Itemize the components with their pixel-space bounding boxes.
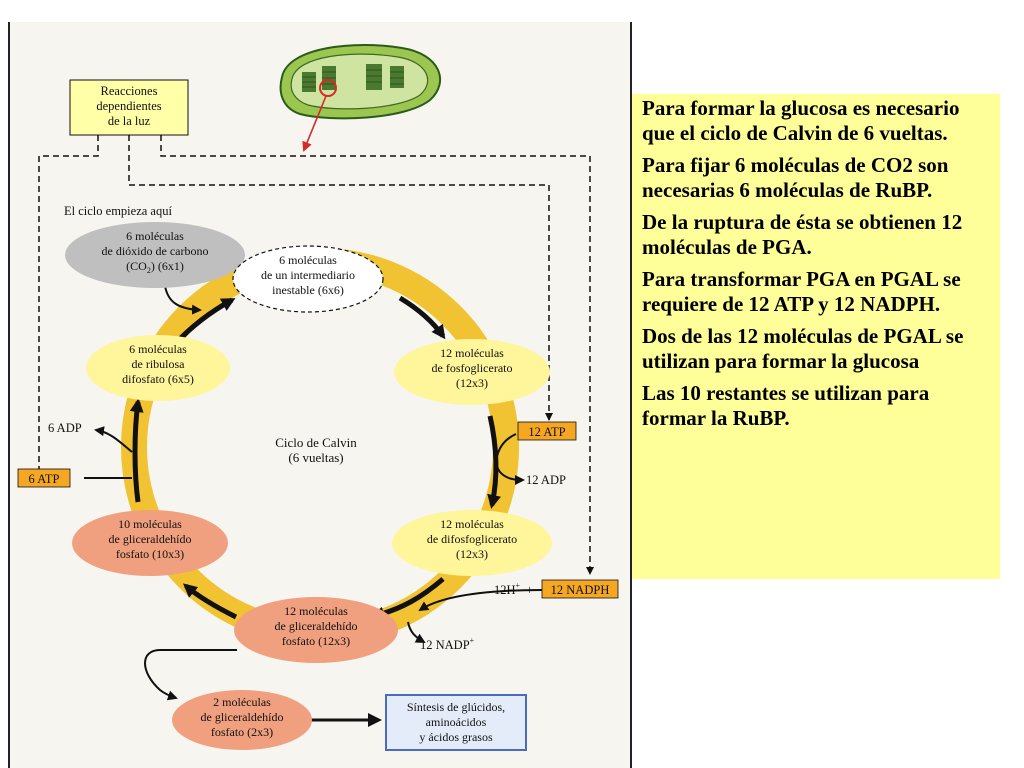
g2-node: 2 moléculas de gliceraldehído fosfato (2… <box>172 690 312 750</box>
note-2: Para fijar 6 moléculas de CO2 son necesa… <box>642 153 954 202</box>
arrow-to-rubp <box>129 398 144 503</box>
pgal-line-3: fosfato (12x3) <box>282 634 350 648</box>
intermediate-line-3: inestable (6x6) <box>272 283 344 297</box>
light-reaction-connectors <box>38 135 594 575</box>
g2-line-2: de gliceraldehído <box>201 710 284 724</box>
g2-exit-arrow <box>144 649 237 701</box>
g2-line-3: fosfato (2x3) <box>211 725 273 739</box>
adp6-label: 6 ADP <box>48 421 82 435</box>
nadp-exit-arrow <box>407 621 426 643</box>
intermediate-line-2: de un intermediario <box>261 268 355 282</box>
side-arrows <box>84 285 543 727</box>
co2-line-1: 6 moléculas <box>126 229 184 243</box>
g10-node: 10 moléculas de gliceraldehído fosfato (… <box>72 510 228 576</box>
g2-line-1: 2 moléculas <box>213 695 271 709</box>
dpga-line-1: 12 moléculas <box>440 517 504 531</box>
nadph-label: 12 NADPH <box>541 579 619 599</box>
pgal-line-2: de gliceraldehído <box>275 619 358 633</box>
calvin-cycle-figure: Reacciones dependientes de la luz El cic… <box>8 22 632 768</box>
rubp-line-2: de ribulosa <box>132 357 186 371</box>
rubp-line-1: 6 moléculas <box>129 342 187 356</box>
plus-sign: + <box>526 582 533 597</box>
atp-supply-line <box>128 135 553 421</box>
note-4: Para transformar PGA en PGAL se requiere… <box>642 267 966 316</box>
arrow-to-pga <box>398 295 446 340</box>
light-reactions-box: Reacciones dependientes de la luz <box>69 79 189 136</box>
dpga-line-2: de difosfoglicerato <box>427 532 517 546</box>
synthesis-line-1: Síntesis de glúcidos, <box>407 700 505 714</box>
calvin-cycle-diagram: Reacciones dependientes de la luz El cic… <box>17 43 619 751</box>
nadph-text: 12 NADPH <box>551 583 610 597</box>
cycle-start-label: El ciclo empieza aquí <box>64 204 172 218</box>
adp12-exit-arrow <box>495 433 525 485</box>
pgal-node: 12 moléculas de gliceraldehído fosfato (… <box>234 597 398 663</box>
note-5: Dos de las 12 moléculas de PGAL se utili… <box>642 324 969 373</box>
explanation-panel: Para formar la glucosa es necesario que … <box>632 94 1000 579</box>
chloroplast-zoom-arrow <box>302 95 327 152</box>
co2-node: 6 moléculas de dióxido de carbono (CO2) … <box>65 222 245 288</box>
synthesis-box: Síntesis de glúcidos, aminoácidos y ácid… <box>385 694 527 751</box>
adp6-exit-arrow <box>94 426 133 453</box>
dpga-node: 12 moléculas de difosfoglicerato (12x3) <box>392 510 552 576</box>
note-6: Las 10 restantes se utilizan para formar… <box>642 381 935 430</box>
atp6-text: 6 ATP <box>29 472 60 486</box>
nadph-entry-arrow <box>418 589 543 612</box>
co2-line-3: (CO2) (6x1) <box>126 259 184 275</box>
rubp-node: 6 moléculas de ribulosa difosfato (6x5) <box>86 335 230 401</box>
pga-line-1: 12 moléculas <box>440 346 504 360</box>
atp6-label: 6 ATP <box>17 468 71 488</box>
note-1: Para formar la glucosa es necesario que … <box>642 96 965 145</box>
g10-line-3: fosfato (10x3) <box>116 547 184 561</box>
pga-line-3: (12x3) <box>456 376 488 390</box>
rubp-line-3: difosfato (6x5) <box>122 372 194 386</box>
g10-line-2: de gliceraldehído <box>109 532 192 546</box>
dpga-line-3: (12x3) <box>456 547 488 561</box>
pgal-line-1: 12 moléculas <box>284 604 348 618</box>
h12-label: 12H+ <box>494 581 521 597</box>
pga-line-2: de fosfoglicerato <box>432 361 513 375</box>
synthesis-line-3: y ácidos grasos <box>419 730 493 744</box>
note-3: De la ruptura de ésta se obtienen 12 mol… <box>642 210 973 259</box>
adp12-label: 12 ADP <box>526 473 566 487</box>
light-box-line-3: de la luz <box>108 114 151 128</box>
pga-node: 12 moléculas de fosfoglicerato (12x3) <box>394 339 550 405</box>
synthesis-line-2: aminoácidos <box>426 715 487 729</box>
chloroplast-icon <box>279 43 441 120</box>
cycle-turns: (6 vueltas) <box>288 450 343 465</box>
cycle-title: Ciclo de Calvin <box>275 435 357 450</box>
arrow-to-g10 <box>182 583 238 620</box>
intermediate-line-1: 6 moléculas <box>279 253 337 267</box>
co2-line-2: de dióxido de carbono <box>102 244 209 258</box>
intermediate-node: 6 moléculas de un intermediario inestabl… <box>232 245 384 313</box>
co2-entry-arrow <box>164 285 202 315</box>
atp-return-line <box>38 135 99 478</box>
nadp-label: 12 NADP+ <box>420 636 475 652</box>
atp12-text: 12 ATP <box>528 425 565 439</box>
atp12-label: 12 ATP <box>517 421 577 441</box>
light-box-line-1: Reacciones <box>101 84 158 98</box>
nadph-supply-line <box>160 135 594 575</box>
g10-line-1: 10 moléculas <box>118 517 182 531</box>
light-box-line-2: dependientes <box>96 99 161 113</box>
